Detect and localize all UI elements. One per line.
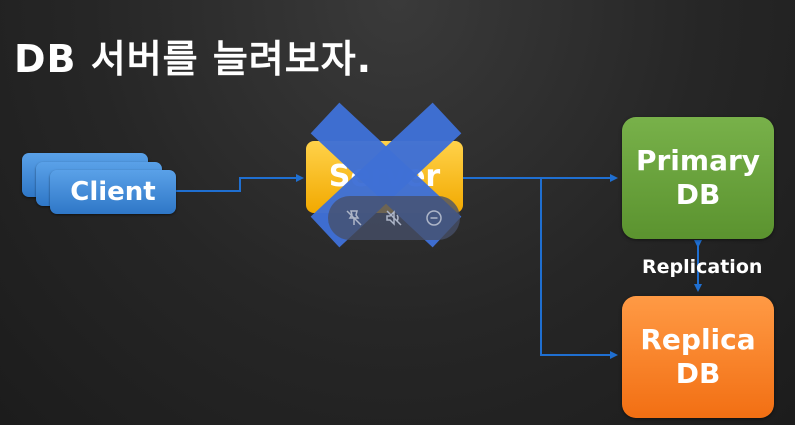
primary-db-label-line2: DB bbox=[675, 178, 721, 211]
slide-title: DB 서버를 늘려보자. bbox=[14, 37, 373, 81]
pin-off-icon[interactable] bbox=[339, 203, 369, 233]
replica-db-label-line2: DB bbox=[675, 357, 721, 390]
replica-db-box: Replica DB bbox=[622, 296, 774, 418]
replica-db-label-line1: Replica bbox=[640, 323, 756, 356]
media-control-bar bbox=[328, 196, 460, 240]
client-to-server-connector bbox=[176, 174, 304, 192]
minimize-icon[interactable] bbox=[419, 203, 449, 233]
client-card-front: Client bbox=[50, 170, 176, 214]
replication-label: Replication bbox=[642, 256, 763, 278]
server-to-replica-connector bbox=[540, 178, 618, 359]
primary-db-label-line1: Primary bbox=[635, 144, 761, 177]
mute-icon[interactable] bbox=[379, 203, 409, 233]
primary-db-box: Primary DB bbox=[622, 117, 774, 239]
